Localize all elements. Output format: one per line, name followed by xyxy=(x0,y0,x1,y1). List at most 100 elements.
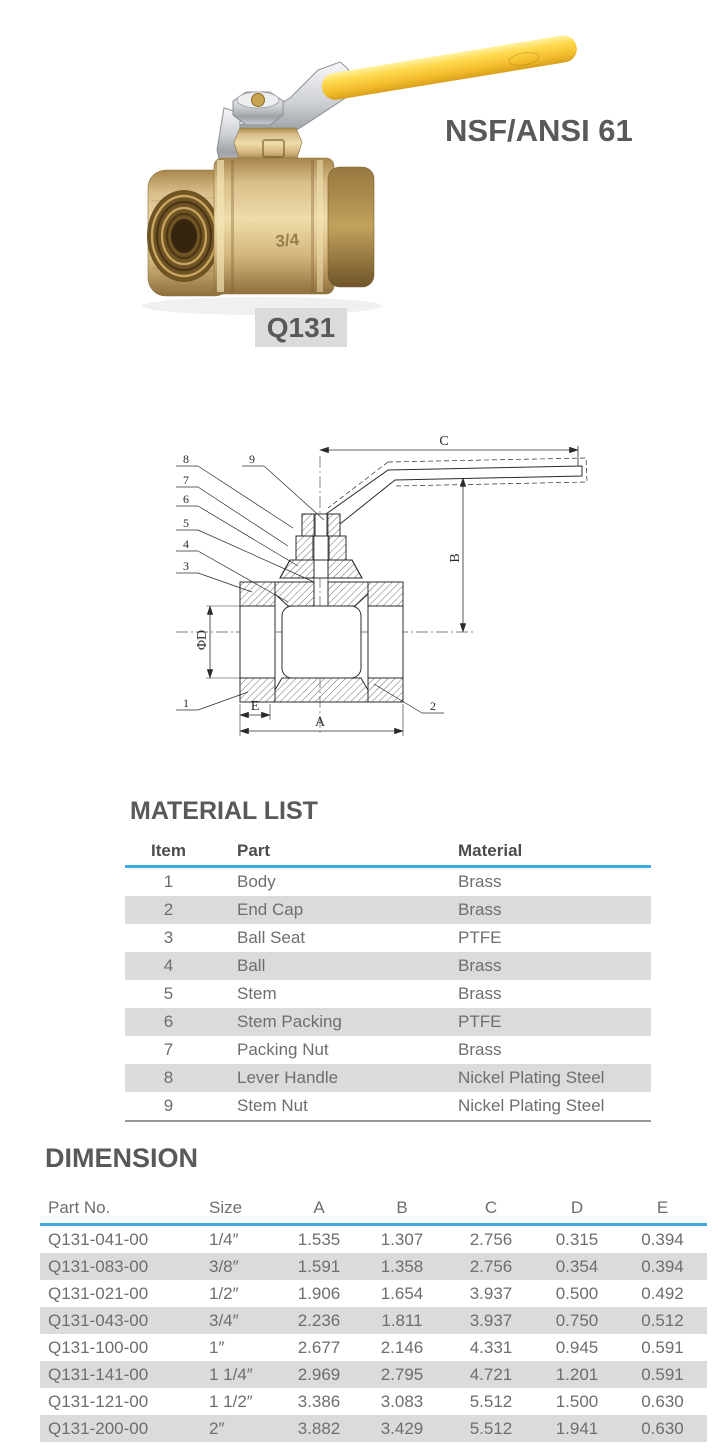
callout-9: 9 xyxy=(249,452,255,466)
callout-3: 3 xyxy=(183,559,189,573)
table-row: 8 Lever Handle Nickel Plating Steel xyxy=(125,1064,651,1092)
callout-2: 2 xyxy=(430,699,436,713)
dim-label-phi-d: ΦD xyxy=(195,630,210,650)
cell-part_no: Q131-021-00 xyxy=(48,1283,149,1303)
cell-item: 8 xyxy=(163,1068,174,1087)
cell-c: 5.512 xyxy=(469,1391,513,1411)
cell-material: Nickel Plating Steel xyxy=(458,1068,605,1087)
cell-item: 1 xyxy=(163,872,174,891)
cell-item: 4 xyxy=(163,956,174,975)
material-list-title: MATERIAL LIST xyxy=(130,797,318,825)
cell-c: 5.512 xyxy=(469,1418,513,1438)
cell-part: Stem xyxy=(237,984,277,1003)
cell-d: 0.315 xyxy=(555,1229,599,1249)
cell-item: 5 xyxy=(163,984,174,1003)
dim-label-e: E xyxy=(251,699,260,714)
cell-d: 0.750 xyxy=(555,1310,599,1330)
drawing-stem-stack xyxy=(279,513,363,606)
drawing-body xyxy=(239,581,404,703)
cell-e: 0.630 xyxy=(641,1418,684,1438)
valve-handle xyxy=(321,35,577,100)
cell-b: 1.811 xyxy=(381,1310,423,1330)
cell-part: Ball xyxy=(237,956,266,975)
thread-opening xyxy=(147,190,221,282)
cell-part_no: Q131-141-00 xyxy=(48,1364,149,1384)
cell-part: Stem Packing xyxy=(237,1012,342,1031)
drawing-handle xyxy=(319,457,588,533)
cell-size: 2″ xyxy=(209,1418,225,1438)
dimension-header-row: Part No. Size A B C D E xyxy=(40,1192,707,1226)
cell-size: 1/2″ xyxy=(209,1283,239,1303)
cell-item: 2 xyxy=(163,900,174,919)
cell-size: 1/4″ xyxy=(209,1229,239,1249)
cell-material: Brass xyxy=(458,956,502,975)
cell-part: Ball Seat xyxy=(237,928,306,947)
technical-drawing: C B ΦD E A 8 7 6 5 4 3 9 1 2 xyxy=(176,434,588,736)
cell-d: 0.500 xyxy=(555,1283,599,1303)
cell-material: Brass xyxy=(458,984,502,1003)
certification-text: NSF/ANSI 61 xyxy=(445,113,633,148)
dimension-labels: C B ΦD E A xyxy=(195,434,463,730)
cell-a: 1.906 xyxy=(297,1283,341,1303)
cell-part: Packing Nut xyxy=(237,1040,329,1059)
cell-c: 4.721 xyxy=(469,1364,513,1384)
material-col-part: Part xyxy=(212,836,433,868)
cell-a: 1.591 xyxy=(297,1256,341,1276)
callout-1: 1 xyxy=(183,696,189,710)
dim-col-a: A xyxy=(280,1192,358,1226)
cell-e: 0.591 xyxy=(641,1364,684,1384)
cell-material: Nickel Plating Steel xyxy=(458,1096,605,1115)
cell-d: 1.500 xyxy=(555,1391,599,1411)
cell-e: 0.394 xyxy=(641,1229,684,1249)
cell-c: 2.756 xyxy=(469,1229,513,1249)
cell-b: 3.083 xyxy=(380,1391,424,1411)
valve-photo: 3/4 xyxy=(142,35,577,315)
dimension-table: Part No. Size A B C D E Q131-041-00 1/4″ 1… xyxy=(40,1192,707,1442)
cell-material: PTFE xyxy=(458,928,502,947)
handle-stamp xyxy=(508,52,540,66)
cell-a: 2.969 xyxy=(297,1364,341,1384)
cell-size: 3/8″ xyxy=(209,1256,239,1276)
cell-d: 1.941 xyxy=(555,1418,599,1438)
dim-col-d: D xyxy=(536,1192,618,1226)
drawing-ball xyxy=(281,605,362,679)
dim-label-a: A xyxy=(315,715,326,730)
callout-leaders xyxy=(176,465,444,714)
table-row: 5 Stem Brass xyxy=(125,980,651,1008)
cell-size: 1″ xyxy=(209,1337,225,1357)
cell-a: 2.236 xyxy=(297,1310,341,1330)
cell-d: 0.354 xyxy=(555,1256,599,1276)
cell-b: 1.358 xyxy=(380,1256,424,1276)
callout-numbers: 8 7 6 5 4 3 9 1 2 xyxy=(183,452,436,713)
callout-7: 7 xyxy=(183,473,189,487)
table-row: 4 Ball Brass xyxy=(125,952,651,980)
cell-part_no: Q131-200-00 xyxy=(48,1418,149,1438)
cell-part: Lever Handle xyxy=(237,1068,339,1087)
valve-stem-photo xyxy=(233,127,303,163)
cell-item: 7 xyxy=(163,1040,174,1059)
cell-b: 3.429 xyxy=(380,1418,424,1438)
callout-8: 8 xyxy=(183,452,189,466)
valve-body: 3/4 xyxy=(147,157,375,297)
callout-5: 5 xyxy=(183,516,189,530)
cell-b: 1.307 xyxy=(380,1229,424,1249)
dim-col-b: B xyxy=(358,1192,446,1226)
cell-part_no: Q131-121-00 xyxy=(48,1391,149,1411)
cell-size: 3/4″ xyxy=(209,1310,239,1330)
dim-label-c: C xyxy=(439,434,448,449)
cell-c: 2.756 xyxy=(469,1256,513,1276)
cell-part_no: Q131-083-00 xyxy=(48,1256,149,1276)
callout-4: 4 xyxy=(183,537,189,551)
cell-e: 0.492 xyxy=(641,1283,684,1303)
cell-part_no: Q131-041-00 xyxy=(48,1229,149,1249)
callout-6: 6 xyxy=(183,492,189,506)
cell-item: 6 xyxy=(163,1012,174,1031)
